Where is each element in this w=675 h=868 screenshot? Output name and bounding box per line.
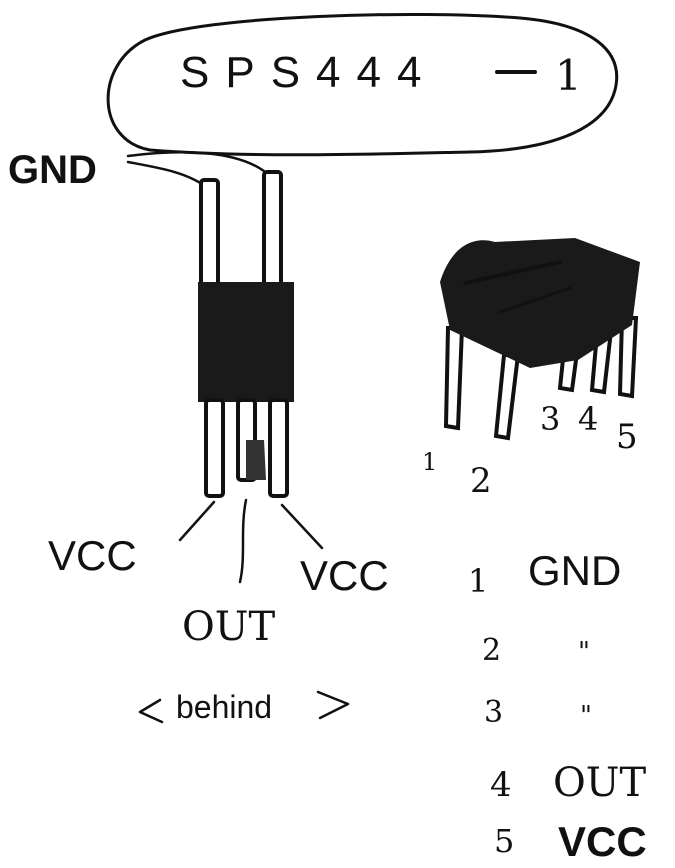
side-body-highlight-2 — [498, 286, 572, 314]
pinout-num-2: 2 — [482, 633, 501, 668]
leader-vcc-right — [280, 503, 324, 550]
side-pin-number-1: 1 — [422, 448, 437, 476]
gnd-leader-left — [126, 160, 207, 188]
side-pin-number-5: 5 — [616, 417, 638, 457]
part-label-oval — [106, 12, 619, 157]
pinout-func-4: OUT — [553, 760, 647, 806]
pinout-func-2: " — [578, 637, 590, 667]
pinout-num-4: 4 — [490, 765, 512, 805]
part-suffix: 1 — [555, 51, 582, 100]
side-body-highlight-1 — [463, 260, 562, 285]
side-body — [440, 238, 640, 368]
pinout-num-3: 3 — [484, 695, 503, 730]
pinout-table: 1 GND 2 " 3 " 4 OUT 5 VCC — [468, 547, 647, 865]
sensor-side-view: 1 2 3 4 5 — [422, 238, 640, 501]
pinout-func-5: VCC — [558, 818, 647, 865]
bottom-pin-3 — [268, 398, 289, 498]
sensor-body — [198, 282, 294, 402]
side-pin-1 — [443, 326, 465, 431]
top-pin-right — [262, 170, 283, 294]
sensor-behind-view: VCC OUT VCC behind — [48, 170, 389, 725]
vcc-left-label: VCC — [48, 532, 137, 579]
gnd-label: GND — [8, 148, 97, 192]
pinout-func-3: " — [580, 701, 592, 731]
gnd-callout: GND — [8, 148, 272, 192]
leader-out — [238, 498, 248, 584]
center-pin-shadow — [246, 440, 266, 480]
side-pin-number-4: 4 — [578, 400, 598, 438]
behind-close-bracket — [316, 690, 350, 720]
side-pin-2 — [493, 353, 521, 441]
pinout-num-1: 1 — [468, 562, 488, 600]
behind-label: behind — [176, 689, 272, 725]
pinout-num-5: 5 — [494, 822, 514, 860]
out-label: OUT — [182, 604, 276, 650]
vcc-right-label: VCC — [300, 552, 389, 599]
part-label-group: SPS444 1 — [106, 12, 619, 157]
bottom-pin-1 — [204, 398, 225, 498]
leader-vcc-left — [178, 500, 216, 542]
gnd-leader-right — [126, 151, 272, 178]
behind-open-bracket — [138, 698, 164, 724]
part-number: SPS444 — [180, 48, 437, 97]
side-pin-number-3: 3 — [540, 400, 560, 438]
side-pin-number-2: 2 — [470, 461, 492, 501]
pinout-func-1: GND — [528, 547, 621, 594]
top-pin-left — [199, 178, 220, 294]
